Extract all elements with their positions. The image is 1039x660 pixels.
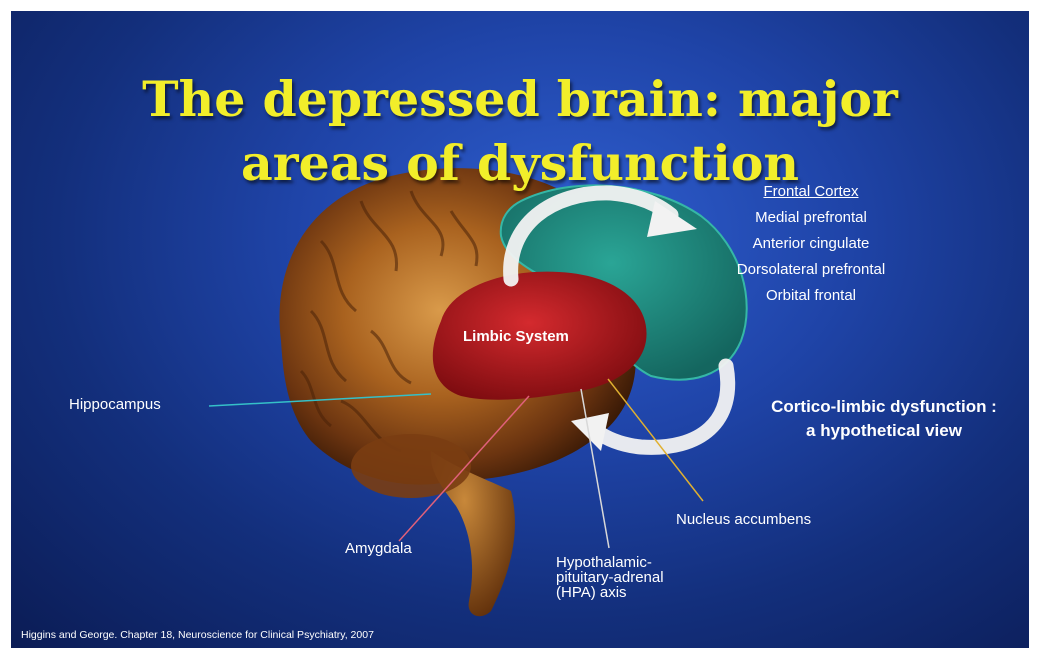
frontal-item: Medial prefrontal: [711, 205, 911, 231]
amygdala-label: Amygdala: [345, 540, 412, 557]
hpa-axis-label: Hypothalamic- pituitary-adrenal (HPA) ax…: [556, 555, 664, 600]
frontal-item: Dorsolateral prefrontal: [711, 257, 911, 283]
limbic-system-label: Limbic System: [463, 328, 569, 345]
cortico-line-2: a hypothetical view: [739, 419, 1029, 443]
frontal-item: Orbital frontal: [711, 283, 911, 309]
hpa-line-1: Hypothalamic-: [556, 555, 664, 570]
frontal-cortex-list: Frontal Cortex Medial prefrontal Anterio…: [711, 179, 911, 309]
frontal-item: Anterior cingulate: [711, 231, 911, 257]
citation: Higgins and George. Chapter 18, Neurosci…: [21, 629, 374, 641]
hpa-line-3: (HPA) axis: [556, 585, 664, 600]
slide: The depressed brain: major areas of dysf…: [11, 11, 1029, 648]
cortico-limbic-caption: Cortico-limbic dysfunction : a hypotheti…: [739, 395, 1029, 443]
hippocampus-label: Hippocampus: [69, 396, 161, 413]
nucleus-accumbens-label: Nucleus accumbens: [676, 511, 811, 528]
hpa-line-2: pituitary-adrenal: [556, 570, 664, 585]
slide-title: The depressed brain: major areas of dysf…: [11, 67, 1029, 195]
title-line-1: The depressed brain: major: [11, 67, 1029, 131]
cortico-line-1: Cortico-limbic dysfunction :: [739, 395, 1029, 419]
frontal-cortex-heading: Frontal Cortex: [711, 179, 911, 205]
cerebellum: [351, 434, 471, 498]
